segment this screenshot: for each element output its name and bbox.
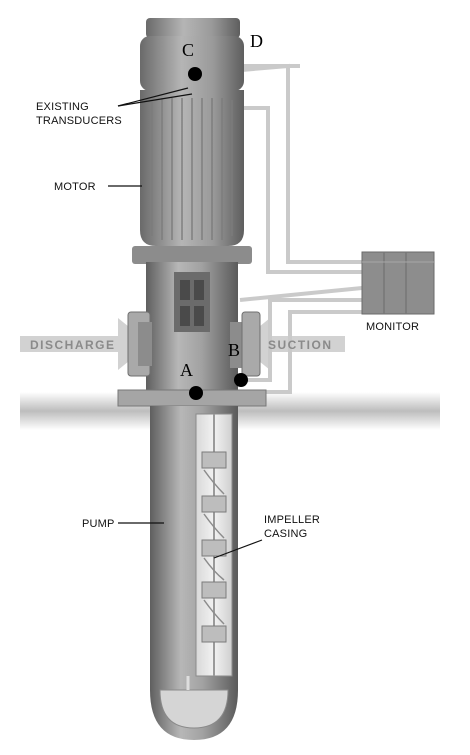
label-impeller-line2: CASING <box>264 528 307 540</box>
label-impeller-line1: IMPELLER <box>264 514 320 526</box>
suction-nozzle <box>230 311 261 377</box>
motor-flange <box>132 246 252 264</box>
transducer-point-b <box>234 373 248 387</box>
impeller-casing <box>159 413 233 729</box>
point-label-d: D <box>250 31 263 51</box>
label-monitor: MONITOR <box>366 321 419 333</box>
pump-head-window <box>174 272 210 332</box>
label-existing-line1: EXISTING <box>36 101 89 113</box>
transducer-point-a <box>189 386 203 400</box>
motor-top-cap <box>146 18 240 38</box>
label-motor: MOTOR <box>54 181 96 193</box>
transducer-point-c <box>188 67 202 81</box>
label-pump: PUMP <box>82 518 115 530</box>
motor-head <box>140 36 244 91</box>
label-leaders <box>108 87 263 559</box>
label-existing-line2: TRANSDUCERS <box>36 115 122 127</box>
discharge-arrow <box>20 318 150 370</box>
label-discharge: DISCHARGE <box>30 338 116 352</box>
point-label-b: B <box>228 340 240 360</box>
point-label-a: A <box>180 360 193 380</box>
point-label-c: C <box>182 40 194 60</box>
label-suction: SUCTION <box>268 338 333 352</box>
motor-body <box>140 90 244 246</box>
discharge-nozzle <box>127 311 152 377</box>
monitor-box <box>361 251 435 315</box>
